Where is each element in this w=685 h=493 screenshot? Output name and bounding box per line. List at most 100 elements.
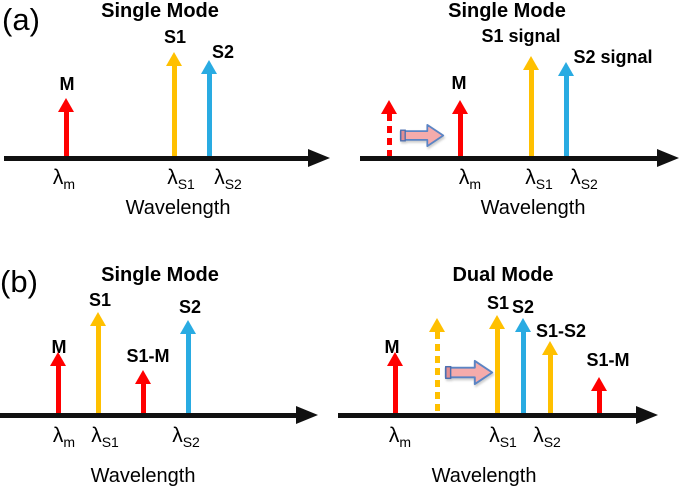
tick-lambda-m: λm [458, 166, 482, 192]
axis-arrowhead-icon [657, 149, 679, 167]
spectral-line-s1-m-icon [591, 377, 607, 418]
tick-lambda-s2: λS2 [533, 424, 561, 450]
arrowhead-icon [523, 56, 539, 70]
arrowhead-icon [180, 320, 196, 334]
arrow-shaft [206, 74, 212, 161]
panel-title: Single Mode [101, 0, 219, 22]
spectral-line-m-icon [452, 100, 468, 161]
line-label-s1: S1 [163, 27, 187, 47]
line-label-s2-signal: S2 signal [573, 47, 653, 67]
row-label-b: (b) [0, 264, 38, 299]
spectral-line-m-icon [387, 352, 403, 418]
tick-lambda-s1: λS1 [525, 166, 553, 192]
arrowhead-icon [489, 315, 505, 329]
arrow-shaft [95, 326, 101, 418]
arrowhead-icon [50, 352, 66, 366]
spectral-line-s1-icon [90, 312, 106, 418]
wavelength-axis [338, 413, 636, 418]
arrow-shaft [520, 332, 526, 418]
arrow-shaft [140, 384, 146, 418]
arrow-shaft [55, 366, 61, 418]
spectral-line-s2-icon [180, 320, 196, 418]
panel-title: Single Mode [101, 264, 219, 286]
arrowhead-icon [135, 370, 151, 384]
arrowhead-icon [429, 318, 445, 332]
panel-b-right: Dual Mode M S1 S2 S1-S2 S1-M λm λS1 λS2 … [330, 240, 685, 493]
line-label-m: M [451, 73, 467, 93]
arrow-shaft [457, 114, 463, 161]
spectral-line-m-icon [50, 352, 66, 418]
wavelength-axis [360, 156, 657, 161]
axis-label: Wavelength [125, 197, 231, 219]
line-label-s1: S1 [88, 290, 112, 310]
spectral-line-m-icon [58, 98, 74, 161]
arrowhead-icon [58, 98, 74, 112]
tick-lambda-s2: λS2 [214, 166, 242, 192]
arrow-shaft [434, 332, 440, 418]
tick-lambda-m: λm [52, 166, 76, 192]
tick-lambda-m: λm [388, 424, 412, 450]
spectral-line-m-old-icon [381, 100, 397, 161]
arrowhead-icon [558, 62, 574, 76]
axis-label: Wavelength [90, 465, 196, 487]
line-label-s2: S2 [178, 297, 202, 317]
spectral-line-s2-icon [201, 60, 217, 161]
tick-lambda-s1: λS1 [167, 166, 195, 192]
arrow-shaft [528, 70, 534, 161]
tick-lambda-s2: λS2 [570, 166, 598, 192]
arrow-shaft [171, 66, 177, 161]
spectral-line-s1-icon [523, 56, 539, 161]
spectral-line-s1-icon [489, 315, 505, 418]
tick-lambda-m: λm [52, 424, 76, 450]
arrowhead-icon [387, 352, 403, 366]
arrow-shaft [63, 112, 69, 161]
panel-a-right: Single Mode M S1 signal S2 signal λm λS1… [342, 0, 685, 238]
spectral-line-s1-old-icon [429, 318, 445, 418]
line-label-s1-m: S1-M [126, 346, 170, 366]
axis-label: Wavelength [480, 197, 586, 219]
axis-arrowhead-icon [636, 406, 658, 424]
arrow-shaft [386, 114, 392, 161]
shift-right-block-arrow-icon [399, 124, 445, 147]
arrowhead-icon [166, 52, 182, 66]
arrow-shaft [494, 329, 500, 418]
line-label-m: M [59, 74, 75, 94]
spectral-line-s1-icon [166, 52, 182, 161]
spectral-line-s1-m-icon [135, 370, 151, 418]
arrow-shaft [392, 366, 398, 418]
panel-title: Single Mode [448, 0, 566, 22]
arrowhead-icon [201, 60, 217, 74]
arrowhead-icon [515, 318, 531, 332]
line-label-s1-signal: S1 signal [481, 26, 561, 46]
wavelength-axis [4, 156, 310, 161]
tick-lambda-s1: λS1 [489, 424, 517, 450]
spectral-line-s1-s2-icon [542, 341, 558, 418]
panel-b-left: (b) Single Mode M S1 S1-M S2 λm λS1 λS2 … [0, 240, 330, 493]
arrowhead-icon [90, 312, 106, 326]
spectral-line-s2-icon [515, 318, 531, 418]
line-label-s2: S2 [511, 297, 535, 317]
arrow-shaft [185, 334, 191, 418]
shift-right-block-arrow-icon [444, 359, 494, 386]
tick-lambda-s2: λS2 [172, 424, 200, 450]
panel-title: Dual Mode [452, 264, 554, 286]
arrow-shaft [547, 355, 553, 418]
axis-arrowhead-icon [296, 406, 318, 424]
tick-lambda-s1: λS1 [91, 424, 119, 450]
wavelength-axis [0, 413, 296, 418]
axis-label: Wavelength [431, 465, 537, 487]
line-label-s1-s2: S1-S2 [535, 321, 587, 341]
row-label-a: (a) [2, 2, 40, 37]
arrowhead-icon [542, 341, 558, 355]
arrow-shaft [596, 391, 602, 418]
panel-a-left: (a) Single Mode M S1 S2 λm λS1 λS2 Wavel… [0, 0, 342, 238]
arrow-shaft [563, 76, 569, 161]
arrowhead-icon [381, 100, 397, 114]
arrowhead-icon [452, 100, 468, 114]
arrowhead-icon [591, 377, 607, 391]
line-label-s2: S2 [211, 42, 235, 62]
line-label-s1: S1 [486, 293, 510, 313]
spectral-line-s2-icon [558, 62, 574, 161]
line-label-s1-m: S1-M [586, 350, 630, 370]
